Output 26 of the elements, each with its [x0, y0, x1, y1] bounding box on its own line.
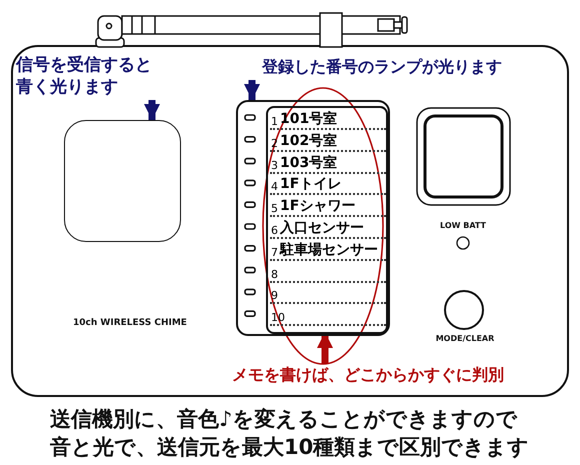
lamp-window [64, 120, 181, 242]
memo-entry: 102号室 [280, 132, 338, 150]
memo-panel [236, 100, 390, 336]
arrow [244, 80, 260, 100]
memo-entry: 入口センサー [280, 219, 364, 237]
arrow [144, 100, 160, 120]
memo-entry: 駐車場センサー [280, 240, 378, 259]
device-label: 10ch WIRELESS CHIME [72, 318, 188, 328]
row-number: 8 [271, 268, 278, 281]
memo-entry: 1Fトイレ [280, 175, 342, 194]
row-number: 1 [271, 115, 278, 128]
callout-text: 登録した番号のランプが光ります [245, 56, 555, 80]
row-number: 9 [271, 289, 278, 302]
caption-text: 送信機別に、音色♪を変えることができますので音と光で、送信元を最大10種類まで区別できます [50, 406, 530, 461]
device-label: MODE/CLEAR [434, 334, 496, 343]
row-number: 3 [271, 158, 278, 172]
row-number: 4 [271, 180, 278, 194]
memo-sheet [266, 106, 388, 334]
row-number: 7 [271, 246, 278, 259]
callout-text: メモを書けば、どこからかすぐに判別 [232, 364, 548, 388]
row-number: 5 [271, 202, 278, 216]
device-label: LOW BATT [439, 221, 487, 230]
callout-text: 信号を受信すると青く光ります [16, 54, 161, 100]
memo-entry: 103号室 [280, 154, 338, 172]
row-number: 6 [271, 224, 278, 237]
memo-entry: 1Fシャワー [280, 197, 356, 216]
